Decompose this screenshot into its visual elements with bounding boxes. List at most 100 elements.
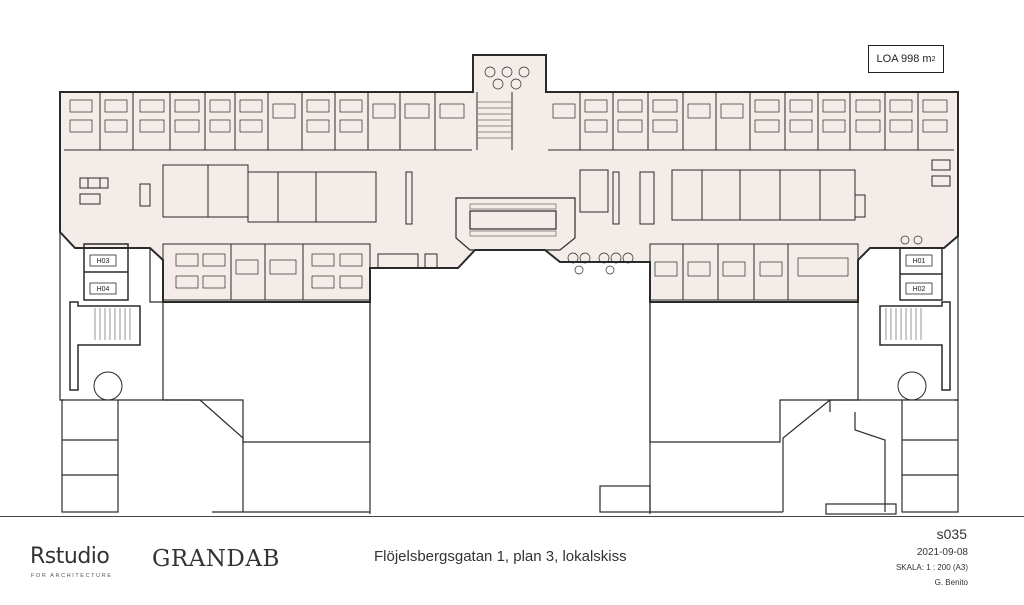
- plan-rect: [202, 253, 226, 267]
- rstudio-logo: Rstudio: [30, 544, 110, 569]
- plan-rect: [139, 183, 151, 207]
- drawing-title: Flöjelsbergsgatan 1, plan 3, lokalskiss: [374, 548, 627, 565]
- plan-path: [649, 302, 859, 443]
- plan-rect: [759, 261, 783, 277]
- plan-rect: [855, 99, 881, 113]
- plan-circle: [622, 252, 634, 264]
- south-office-row-west: [162, 243, 438, 301]
- plan-rect: [599, 485, 651, 513]
- plan-rect: [469, 230, 557, 237]
- lounge-seating: [567, 235, 923, 275]
- plan-rect: [306, 99, 330, 113]
- plan-rect: [901, 399, 959, 513]
- plan-rect: [69, 119, 93, 133]
- plan-g: [654, 257, 849, 277]
- plan-rect: [315, 171, 377, 223]
- area-unit-superscript: 2: [931, 55, 936, 63]
- plan-circle: [574, 265, 584, 275]
- plan-rect: [825, 503, 897, 515]
- plan-rect: [439, 103, 465, 119]
- plan-rect: [922, 99, 948, 113]
- plan-rect: [889, 119, 913, 133]
- plan-rect: [789, 119, 813, 133]
- plan-path: [782, 399, 902, 512]
- grandab-logo: GRANDAB: [152, 546, 280, 572]
- plan-rect: [235, 259, 259, 275]
- east-stair-core: [879, 247, 951, 401]
- plan-g: [94, 308, 131, 340]
- plan-rect: [302, 243, 371, 301]
- plan-rect: [269, 259, 297, 275]
- plan-circle: [567, 252, 579, 264]
- plan-rect: [754, 99, 780, 113]
- plan-rect: [89, 282, 117, 295]
- plan-rect: [469, 210, 557, 230]
- plan-rect: [579, 169, 609, 213]
- plan-rect: [404, 103, 430, 119]
- room-label-h03: H03: [97, 258, 110, 265]
- plan-rect: [639, 171, 655, 225]
- plan-rect: [175, 253, 199, 267]
- plan-rect: [905, 282, 933, 295]
- plan-rect: [61, 399, 119, 513]
- plan-rect: [424, 253, 438, 269]
- plan-rect: [405, 171, 413, 225]
- plan-rect: [854, 194, 866, 218]
- plan-rect: [754, 119, 780, 133]
- plan-circle: [897, 371, 927, 401]
- plan-rect: [855, 119, 881, 133]
- plan-path: [879, 301, 951, 391]
- plan-rect: [822, 119, 846, 133]
- plan-circle: [518, 66, 530, 78]
- plan-path: [59, 232, 64, 401]
- plan-circle: [598, 252, 610, 264]
- plan-rect: [931, 159, 951, 171]
- plan-g: [175, 253, 363, 289]
- plan-rect: [687, 103, 711, 119]
- plan-rect: [239, 119, 263, 133]
- plan-rect: [272, 103, 296, 119]
- west-core: [79, 164, 413, 225]
- plan-rect: [922, 119, 948, 133]
- plan-g: [469, 203, 557, 237]
- plan-rect: [174, 99, 200, 113]
- plan-rect: [652, 119, 678, 133]
- plan-rect: [931, 175, 951, 187]
- plan-rect: [612, 171, 620, 225]
- plan-circle: [501, 66, 513, 78]
- west-stair-core: [69, 243, 141, 401]
- rstudio-logo-subtitle: FOR ARCHITECTURE: [31, 573, 113, 579]
- lower-structure: [59, 232, 959, 515]
- plan-rect: [104, 119, 128, 133]
- plan-circle: [510, 78, 522, 90]
- plan-rect: [617, 99, 643, 113]
- plan-rect: [239, 99, 263, 113]
- plan-rect: [889, 99, 913, 113]
- drawing-author: G. Benito: [934, 578, 968, 587]
- plan-rect: [139, 99, 165, 113]
- plan-rect: [69, 99, 93, 113]
- plan-g: [885, 308, 922, 340]
- plan-rect: [306, 119, 330, 133]
- plan-path: [829, 400, 886, 512]
- plan-rect: [552, 103, 576, 119]
- plan-circle: [492, 78, 504, 90]
- plan-rect: [687, 261, 711, 277]
- plan-rect: [89, 254, 117, 267]
- plan-rect: [79, 193, 101, 205]
- room-label-h04: H04: [97, 286, 110, 293]
- plan-rect: [339, 275, 363, 289]
- plan-rect: [104, 99, 128, 113]
- plan-path: [118, 399, 244, 512]
- area-label: LOA 998 m: [876, 53, 932, 65]
- room-labels: H03 H04 H01 H02: [89, 254, 933, 295]
- plan-rect: [905, 254, 933, 267]
- north-desks: [69, 99, 948, 133]
- room-label-h02: H02: [913, 286, 926, 293]
- plan-circle: [605, 265, 615, 275]
- plan-rect: [372, 103, 396, 119]
- footer-divider: [0, 516, 1024, 517]
- plan-rect: [720, 103, 744, 119]
